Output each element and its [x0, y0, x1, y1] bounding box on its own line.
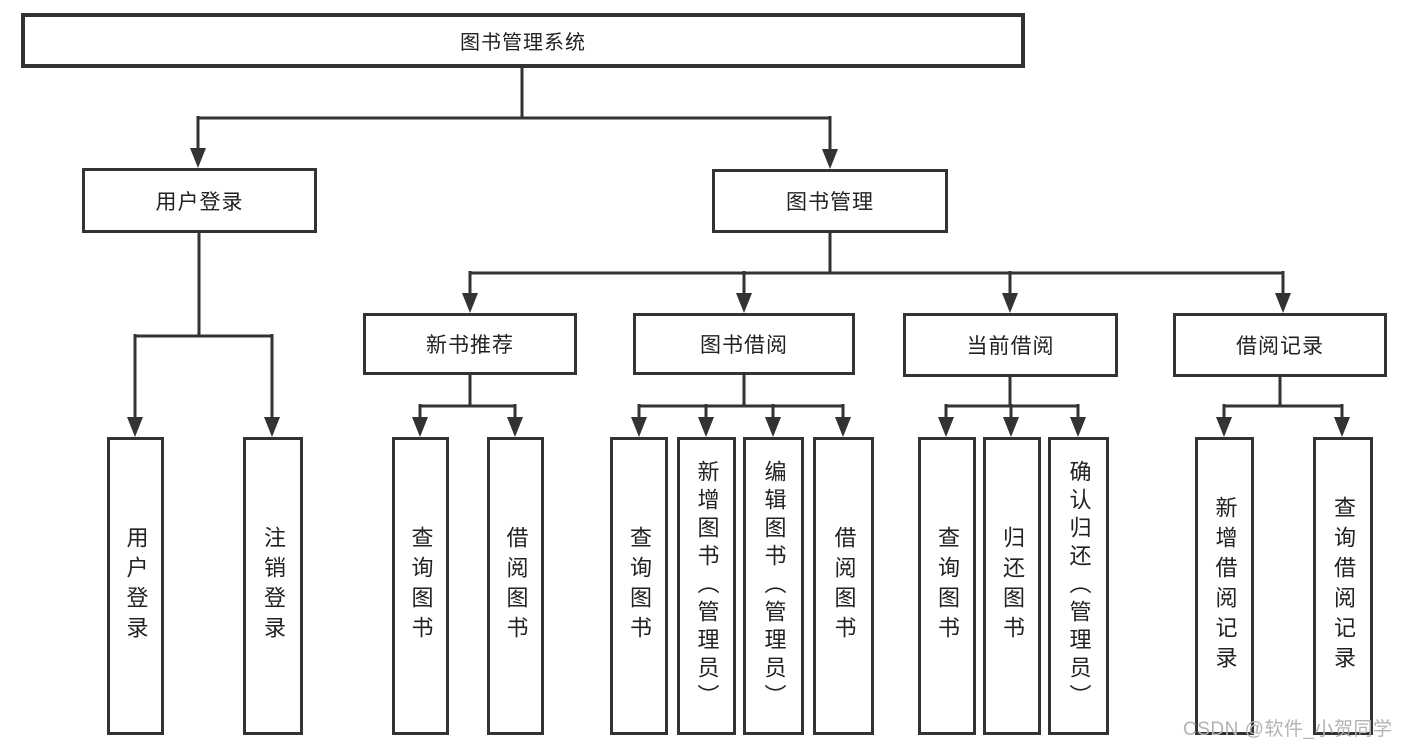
- node-book-management: 图书管理: [712, 169, 948, 233]
- leaf-borrow-book-2: 借阅图书: [813, 437, 874, 735]
- leaf-label: 新增借阅记录: [1212, 496, 1238, 676]
- leaf-confirm-return-admin: 确认归还（管理员）: [1048, 437, 1109, 735]
- leaf-label: 确认归还（管理员）: [1066, 460, 1092, 712]
- node-current-borrowing: 当前借阅: [903, 313, 1118, 377]
- leaf-label: 借阅图书: [831, 526, 857, 646]
- leaf-label: 用户登录: [123, 526, 149, 646]
- node-user-login: 用户登录: [82, 168, 317, 233]
- leaf-edit-book-admin: 编辑图书（管理员）: [743, 437, 804, 735]
- leaf-label: 查询借阅记录: [1331, 496, 1356, 676]
- node-book-borrowing: 图书借阅: [633, 313, 855, 375]
- leaf-return-book: 归还图书: [983, 437, 1041, 735]
- arrowheads: [127, 148, 1350, 437]
- leaf-query-book-1: 查询图书: [392, 437, 449, 735]
- leaf-label: 查询图书: [408, 526, 434, 646]
- leaf-label: 注销登录: [261, 526, 286, 646]
- node-new-book-recommend: 新书推荐: [363, 313, 577, 375]
- csdn-watermark: CSDN @软件_小贺同学: [1183, 719, 1393, 740]
- node-borrowing-records: 借阅记录: [1173, 313, 1387, 377]
- leaf-add-book-admin: 新增图书（管理员）: [677, 437, 736, 735]
- leaf-user-login: 用户登录: [107, 437, 164, 735]
- leaf-label: 借阅图书: [503, 526, 529, 646]
- leaf-query-borrow-record: 查询借阅记录: [1313, 437, 1373, 735]
- leaf-add-borrow-record: 新增借阅记录: [1195, 437, 1254, 735]
- leaf-query-book-3: 查询图书: [918, 437, 976, 735]
- leaf-logout-login: 注销登录: [243, 437, 303, 735]
- node-root: 图书管理系统: [21, 13, 1025, 68]
- leaf-borrow-book-1: 借阅图书: [487, 437, 544, 735]
- leaf-label: 查询图书: [935, 526, 960, 646]
- leaf-label: 编辑图书（管理员）: [761, 460, 787, 712]
- leaf-label: 查询图书: [627, 526, 652, 646]
- leaf-query-book-2: 查询图书: [610, 437, 668, 735]
- leaf-label: 新增图书（管理员）: [694, 460, 720, 712]
- leaf-label: 归还图书: [1000, 526, 1025, 646]
